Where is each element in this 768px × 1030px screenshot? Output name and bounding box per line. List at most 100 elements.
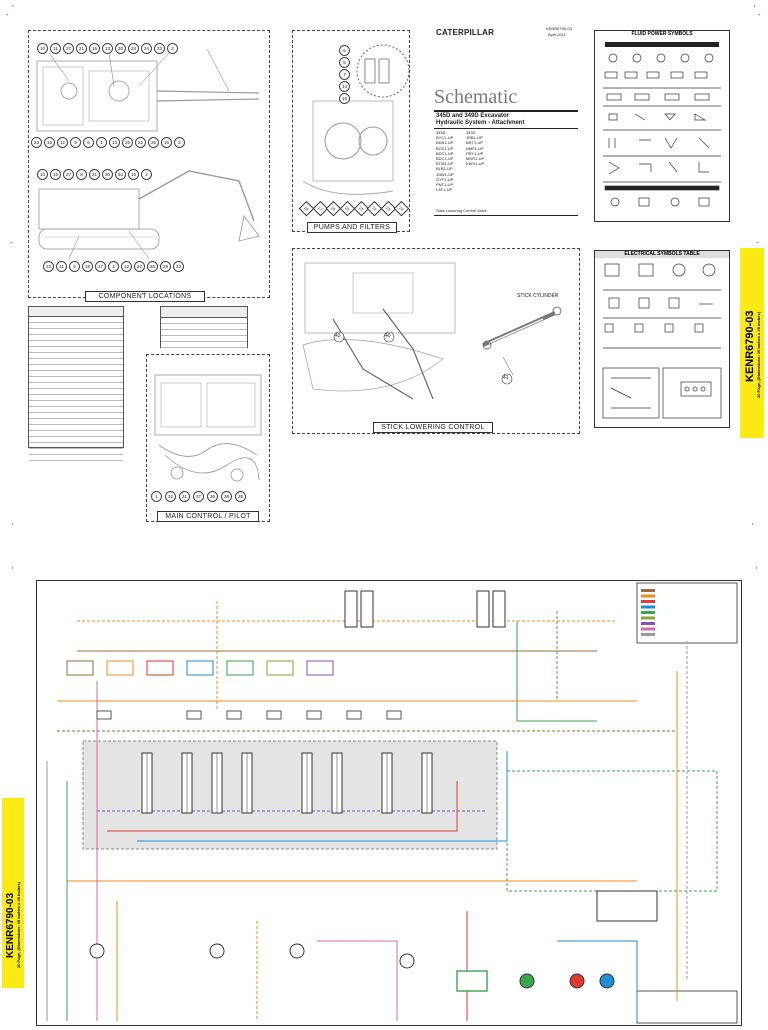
- legend-swatch: [641, 594, 655, 598]
- table-row: [29, 425, 123, 431]
- callout-29: 29: [160, 261, 171, 272]
- pump-callout-5: 5: [339, 57, 350, 68]
- hydraulic-line: [317, 940, 398, 1021]
- doc-pages-bottom: 30 Page, (Dimensions: 39 inches x 28 inc…: [16, 881, 21, 968]
- callout-25: 25: [122, 137, 133, 148]
- serial-hmf1-up: HMF1-UP: [466, 145, 484, 151]
- serial-bdc1-up: BDC1-UP: [436, 150, 454, 156]
- table-row: [29, 347, 123, 353]
- callout-26: 26: [147, 261, 158, 272]
- solenoid-block: [186, 710, 202, 720]
- stick-callout-42: 42: [335, 333, 341, 339]
- stick-callout-41: 41: [503, 375, 509, 381]
- component-block: [106, 660, 134, 676]
- pump-callout-14: 14: [339, 81, 350, 92]
- table-row: [29, 353, 123, 359]
- table-row: [29, 377, 123, 383]
- callout-11: 11: [50, 43, 61, 54]
- pilot-callout-37: 37: [193, 491, 204, 502]
- fluid-power-symbols: [603, 42, 721, 207]
- callout-33: 33: [173, 261, 184, 272]
- callout-10: 10: [37, 169, 48, 180]
- doc-pages-top: 30 Page, (Dimensions: 39 inches x 28 inc…: [756, 311, 761, 398]
- table-row: [29, 323, 123, 329]
- stick-lowering-control-panel: 42 40 41 STICK CYLINDER STICK LOWERING C…: [292, 248, 580, 434]
- serial-jrb1-up: JRB1-UP: [466, 135, 483, 141]
- subtitle-line-2: Hydraulic System - Attachment: [436, 120, 525, 126]
- table-row: [29, 341, 123, 347]
- callout-15: 15: [44, 137, 55, 148]
- pumps-and-filters-label: PUMPS AND FILTERS: [307, 222, 397, 233]
- pressure-taps-header: [161, 307, 247, 318]
- solenoid-block: [266, 710, 282, 720]
- filter-block: [456, 970, 488, 992]
- main-control-drawing: [154, 374, 262, 482]
- callout-27: 27: [63, 43, 74, 54]
- table-row: [29, 395, 123, 401]
- serial-jnw1-up: JNW1-UP: [436, 171, 454, 177]
- pilot-callout-36: 36: [207, 491, 218, 502]
- serial-bdc1-up: BDC1-UP: [436, 156, 454, 162]
- pump-motor: [599, 973, 615, 989]
- serial-brt1-up: BRT1-UP: [466, 140, 484, 146]
- callout-1: 1: [96, 137, 107, 148]
- electrical-header: ELECTRICAL SYMBOLS TABLE: [595, 251, 729, 258]
- document-id-label-top: KENR6790-03 30 Page, (Dimensions: 39 inc…: [740, 248, 764, 438]
- legend-swatch: [641, 589, 655, 592]
- callout-6: 6: [83, 137, 94, 148]
- callout-15: 15: [50, 169, 61, 180]
- callout-16: 16: [89, 43, 100, 54]
- legend-swatch: [641, 600, 655, 603]
- component-table: [28, 306, 124, 461]
- fluid-power-header: FLUID POWER SYMBOLS: [595, 31, 729, 38]
- accumulator-block: [596, 890, 658, 922]
- title-block: CATERPILLAR KENR6790-03 April 2011 Schem…: [426, 22, 582, 230]
- doc-date: April 2011: [548, 32, 566, 37]
- cylinder: [492, 590, 506, 628]
- caption-stick-lowering: Stick Lowering Control Valve: [436, 208, 487, 213]
- pilot-callout-31: 31: [179, 491, 190, 502]
- pilot-callout-1: 1: [151, 491, 162, 502]
- table-row: [29, 455, 123, 461]
- serial-bce1-up: BCE1-UP: [436, 145, 454, 151]
- title-rule: [434, 110, 578, 112]
- component-table-header: [29, 307, 123, 317]
- solenoid-block: [306, 710, 322, 720]
- legend-swatch: [641, 622, 655, 625]
- main-control-pilot-label: MAIN CONTROL / PILOT: [157, 511, 259, 522]
- serial-kwx1-up: KWX1-UP: [466, 161, 485, 167]
- table-row: [29, 443, 123, 449]
- document-id-label-bottom: KENR6790-03 30 Page, (Dimensions: 39 inc…: [2, 798, 24, 988]
- callout-26: 26: [148, 137, 159, 148]
- table-row: [29, 317, 123, 323]
- callout-24: 24: [141, 43, 152, 54]
- solenoid-block: [386, 710, 402, 720]
- callout-2: 2: [141, 169, 152, 180]
- stick-cylinder-label: STICK CYLINDER: [517, 293, 559, 299]
- callout-21: 21: [89, 169, 100, 180]
- table-row: [29, 389, 123, 395]
- callout-33: 33: [154, 43, 165, 54]
- callout-13: 13: [109, 137, 120, 148]
- callout-30: 30: [115, 43, 126, 54]
- component-block: [226, 660, 254, 676]
- callout-34: 34: [128, 43, 139, 54]
- legend-swatch: [641, 627, 655, 631]
- table-row: [29, 431, 123, 437]
- serial-lat1-up: LAT1-UP: [436, 187, 453, 193]
- serial-pry1-up: PRY1-UP: [466, 150, 484, 156]
- pilot-callout-32: 32: [165, 491, 176, 502]
- hydraulic-schematic-sheet: [36, 580, 742, 1026]
- callout-23: 23: [43, 261, 54, 272]
- legend-swatch: [641, 605, 655, 609]
- component-block: [66, 660, 94, 676]
- caption-rule: [434, 215, 578, 216]
- callout-2: 2: [167, 43, 178, 54]
- doc-code-bottom: KENR6790-03: [5, 892, 16, 958]
- serial-blb1-up: BLB1-UP: [436, 166, 453, 172]
